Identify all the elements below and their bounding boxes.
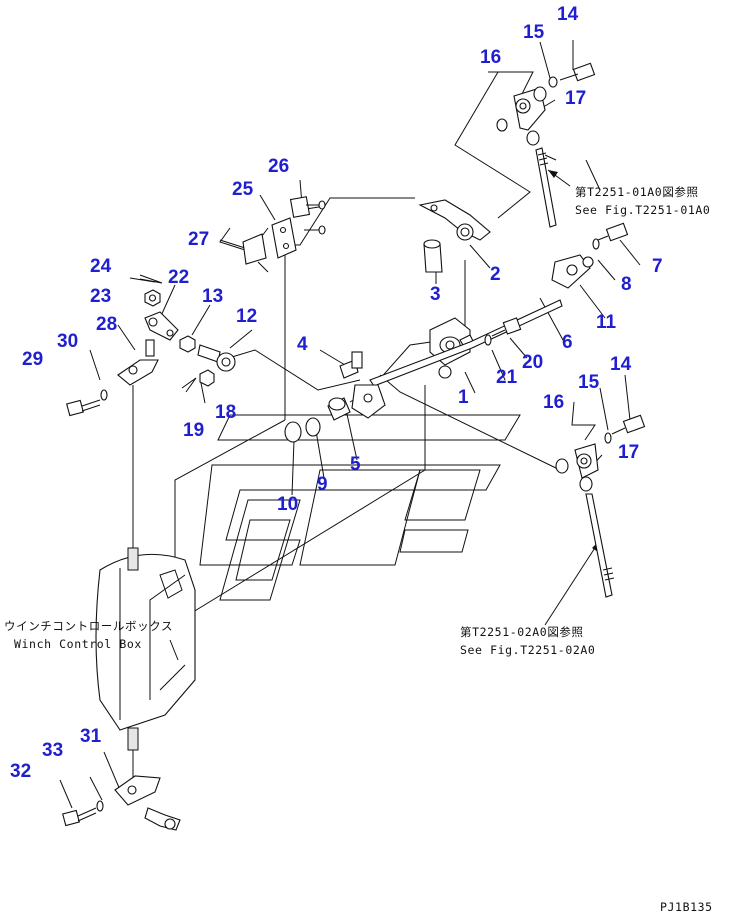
label-10: 10: [277, 494, 298, 515]
label-14-bottom: 14: [610, 354, 632, 375]
label-24: 24: [90, 256, 112, 277]
label-7: 7: [652, 256, 663, 277]
label-19: 19: [183, 420, 204, 441]
bolt-7: [597, 222, 629, 242]
label-17-bottom: 17: [618, 442, 639, 463]
label-9: 9: [317, 474, 328, 495]
washer-16-top: [496, 118, 508, 132]
captions: 第T2251-01A0図参照 See Fig.T2251-01A0 第T2251…: [4, 185, 713, 914]
washer-30: [100, 389, 108, 401]
pivot-lower: [351, 384, 386, 419]
label-2: 2: [490, 264, 501, 285]
washer-21: [484, 334, 492, 346]
lever-28: [117, 339, 159, 386]
rod-end-17-bottom: [574, 443, 599, 479]
drawing-code: PJ1B135: [660, 900, 713, 914]
parts: [62, 62, 646, 831]
label-17-top: 17: [565, 88, 586, 109]
label-8: 8: [621, 274, 632, 295]
rod-end-31: [144, 807, 181, 831]
bracket-2: [418, 199, 491, 241]
bolt-14-bottom: [611, 414, 646, 435]
washer-33: [96, 800, 104, 812]
lever-31: [114, 775, 161, 806]
washer-15-top: [548, 76, 558, 88]
label-5: 5: [350, 454, 361, 475]
washer-9: [305, 417, 321, 437]
label-3: 3: [430, 284, 441, 305]
label-18: 18: [215, 402, 236, 423]
winch-control-box: [95, 547, 196, 751]
label-13: 13: [202, 286, 223, 307]
label-6: 6: [562, 332, 573, 353]
clamp-25: [271, 217, 297, 259]
label-21: 21: [496, 367, 518, 388]
bolt-14-top: [559, 62, 596, 82]
rod-end-12: [197, 344, 236, 372]
bracket-11: [551, 254, 594, 289]
ref-top-en: See Fig.T2251-01A0: [575, 203, 710, 217]
label-1: 1: [458, 387, 469, 408]
pin-19: [181, 377, 197, 393]
label-15-top: 15: [523, 22, 545, 43]
label-4: 4: [297, 334, 308, 355]
nut-16-bottom: [555, 458, 569, 474]
label-11: 11: [596, 312, 617, 333]
nut-23: [144, 289, 161, 307]
label-32: 32: [10, 761, 31, 782]
label-22: 22: [168, 267, 189, 288]
label-30: 30: [57, 331, 78, 352]
label-29: 29: [22, 349, 43, 370]
winch-caption-en: Winch Control Box: [14, 637, 142, 651]
bolt-29: [66, 399, 101, 417]
label-25: 25: [232, 179, 254, 200]
nut-16-top: [533, 86, 547, 102]
rod-bottom: [579, 476, 615, 598]
collar-5: [327, 397, 351, 421]
callout-leaders: [59, 40, 641, 809]
label-20: 20: [522, 352, 543, 373]
label-12: 12: [236, 306, 257, 327]
label-16-bottom: 16: [543, 392, 564, 413]
label-31: 31: [80, 726, 102, 747]
bolt-20: [491, 317, 522, 337]
stud-4: [339, 351, 363, 379]
winch-caption-jp: ウインチコントロールボックス: [4, 619, 173, 633]
ref-bottom-en: See Fig.T2251-02A0: [460, 643, 595, 657]
snap-ring-10: [284, 421, 302, 443]
plate-27: [242, 227, 269, 273]
nut-13: [179, 335, 196, 353]
label-28: 28: [96, 314, 117, 335]
bolts-26: [289, 196, 326, 235]
label-26: 26: [268, 156, 289, 177]
label-14-top: 14: [557, 4, 579, 25]
part-number-labels: 1 2 3 4 5 6 7 8 9 10 11 12 13 14 14 15 1…: [10, 4, 663, 782]
bolt-32: [62, 807, 97, 827]
pin-24: [139, 274, 163, 284]
lever-22: [144, 311, 179, 341]
washer-15-bottom: [604, 432, 612, 444]
ref-top-jp: 第T2251-01A0図参照: [575, 185, 699, 199]
bushing-3: [423, 239, 443, 273]
label-15-bottom: 15: [578, 372, 600, 393]
label-27: 27: [188, 229, 209, 250]
washer-8: [592, 238, 600, 250]
label-16-top: 16: [480, 47, 501, 68]
nut-18: [199, 369, 215, 387]
rod-top: [526, 130, 557, 228]
watermark-logo: [199, 414, 521, 601]
label-23: 23: [90, 286, 111, 307]
ref-bottom-jp: 第T2251-02A0図参照: [460, 625, 584, 639]
label-33: 33: [42, 740, 63, 761]
